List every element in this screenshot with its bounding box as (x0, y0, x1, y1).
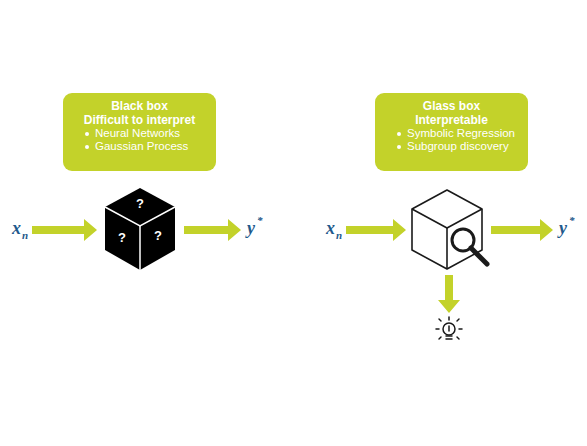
box-subheading: Difficult to interpret (71, 113, 208, 127)
bullet-item: Subgroup discovery (397, 140, 520, 153)
bullet-item: Gaussian Process (85, 140, 208, 153)
cube-body (105, 188, 175, 270)
box-subheading: Interpretable (383, 113, 520, 127)
bullet-dot (85, 132, 89, 136)
bullet-text: Neural Networks (95, 127, 180, 140)
cube-edge (139, 226, 141, 270)
arrow-output-right (491, 219, 553, 241)
black-cube: ??? (103, 186, 177, 272)
bullet-dot (397, 145, 401, 149)
question-mark: ? (136, 197, 144, 211)
superscript: * (257, 214, 263, 227)
text-box: Glass boxInterpretableSymbolic Regressio… (375, 93, 528, 171)
arrow-input-right (346, 219, 406, 241)
bullet-text: Gaussian Process (95, 140, 188, 153)
bullet-dot (397, 132, 401, 136)
arrow-down (438, 275, 460, 313)
subscript: n (336, 229, 342, 242)
subscript: n (22, 229, 28, 242)
variable-symbol: x (12, 218, 21, 238)
bullet-text: Symbolic Regression (407, 127, 515, 140)
glass-cube (412, 190, 482, 269)
lightbulb-icon (436, 317, 462, 339)
bullet-text: Subgroup discovery (407, 140, 509, 153)
box-heading: Black box (71, 99, 208, 113)
arrow-input-left (32, 219, 97, 241)
variable-symbol: x (326, 218, 335, 238)
text-box: Black boxDifficult to interpretNeural Ne… (63, 93, 216, 171)
bullet-item: Symbolic Regression (397, 127, 520, 140)
question-mark: ? (154, 229, 162, 243)
question-mark: ? (118, 231, 126, 245)
variable-symbol: y (559, 218, 567, 238)
arrow-output-left (184, 219, 241, 241)
bullet-dot (85, 145, 89, 149)
superscript: * (569, 214, 575, 227)
magnifier-icon (452, 229, 487, 264)
box-heading: Glass box (383, 99, 520, 113)
bullet-item: Neural Networks (85, 127, 208, 140)
variable-symbol: y (247, 218, 255, 238)
